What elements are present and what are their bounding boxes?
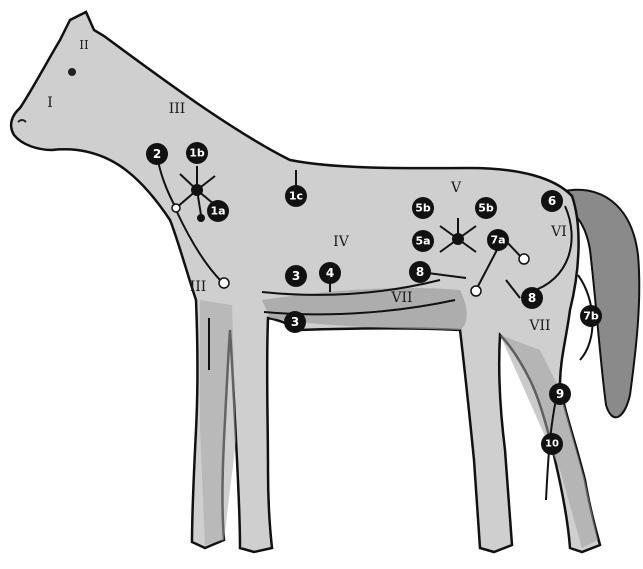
badge-1a: 1a <box>207 200 229 222</box>
svg-text:3: 3 <box>291 315 299 329</box>
region-label-i: I <box>47 95 53 111</box>
svg-text:1b: 1b <box>189 147 205 160</box>
svg-text:1c: 1c <box>289 190 303 203</box>
svg-text:3: 3 <box>292 269 300 283</box>
horse-body <box>11 12 600 552</box>
badge-2: 2 <box>146 143 168 165</box>
badge-4: 4 <box>319 262 341 284</box>
region-label-iii-neck: III <box>169 101 186 117</box>
svg-text:7a: 7a <box>490 234 505 247</box>
region-label-iv: IV <box>333 234 350 250</box>
svg-text:5b: 5b <box>415 202 431 215</box>
badge-8-left: 8 <box>409 261 431 283</box>
svg-text:2: 2 <box>153 147 161 161</box>
svg-text:6: 6 <box>548 194 556 208</box>
badge-6: 6 <box>541 190 563 212</box>
region-label-vii-belly: VII <box>390 290 412 306</box>
svg-text:4: 4 <box>326 266 334 280</box>
svg-text:1a: 1a <box>210 205 225 218</box>
svg-text:10: 10 <box>545 439 559 450</box>
region-label-iii-chest: III <box>190 279 207 295</box>
svg-text:5b: 5b <box>478 202 494 215</box>
badge-10: 10 <box>541 433 563 455</box>
badge-1c: 1c <box>285 185 307 207</box>
svg-text:9: 9 <box>556 387 564 401</box>
horse-eye <box>68 68 76 76</box>
badge-5a: 5a <box>412 230 434 252</box>
svg-text:8: 8 <box>416 265 424 279</box>
foreleg-shading <box>200 300 236 545</box>
badge-7a: 7a <box>487 229 509 251</box>
badge-3-upper: 3 <box>285 265 307 287</box>
badge-5b-right: 5b <box>475 197 497 219</box>
badge-5b-left: 5b <box>412 197 434 219</box>
region-label-vii-hind: VII <box>528 318 550 334</box>
badge-3-lower: 3 <box>284 311 306 333</box>
svg-text:5a: 5a <box>415 235 430 248</box>
region-label-vi: VI <box>550 224 567 240</box>
badge-9: 9 <box>549 383 571 405</box>
badge-8-right: 8 <box>521 287 543 309</box>
region-label-v: V <box>450 180 462 196</box>
svg-text:8: 8 <box>528 291 536 305</box>
svg-text:7b: 7b <box>583 310 599 323</box>
badge-7b: 7b <box>580 305 602 327</box>
region-label-ii: II <box>79 38 89 52</box>
badge-1b: 1b <box>186 142 208 164</box>
